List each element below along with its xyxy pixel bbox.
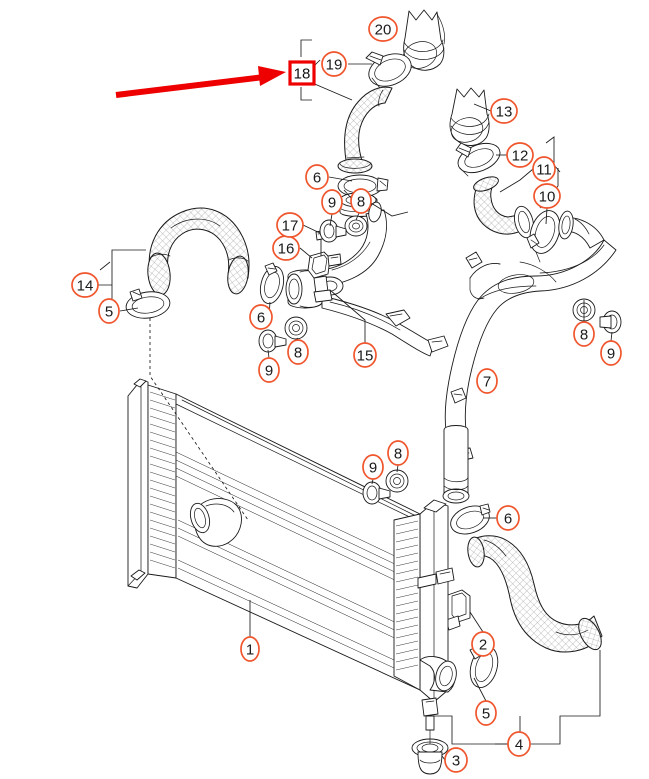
- callout-label-11: 11: [536, 162, 552, 179]
- callout-label-6a: 6: [313, 170, 321, 187]
- part-6-hose-clamp-mid-left: [259, 262, 285, 305]
- callout-label-4: 4: [515, 737, 523, 754]
- red-pointer-arrow: [115, 66, 286, 98]
- callout-label-17: 17: [282, 218, 299, 235]
- part-12-clamp-right-upper: [455, 142, 501, 177]
- callout-label-6b: 6: [257, 310, 265, 327]
- callout-label-8d: 8: [394, 446, 402, 463]
- callout-label-9c: 9: [607, 346, 615, 363]
- callout-1[interactable]: 1: [240, 636, 260, 662]
- callout-label-9a: 9: [328, 195, 336, 212]
- callout-3[interactable]: 3: [444, 747, 468, 773]
- part-7-charge-air-pipe: [442, 239, 617, 504]
- callout-label-1: 1: [246, 642, 254, 659]
- callout-label-8c: 8: [580, 327, 588, 344]
- part-15-pipe-with-sensor: [285, 201, 449, 357]
- callout-11[interactable]: 11: [532, 156, 556, 182]
- callout-19[interactable]: 19: [321, 51, 347, 77]
- fastener-9-upper: [319, 219, 347, 243]
- part-14-upper-hose-assembly-left: [147, 207, 250, 296]
- callout-label-8a: 8: [357, 194, 365, 211]
- callout-5b[interactable]: 5: [475, 700, 497, 726]
- part-13-hose-sleeve-right: [449, 87, 490, 146]
- callout-4[interactable]: 4: [507, 731, 531, 757]
- callout-9a[interactable]: 9: [321, 189, 343, 215]
- callout-label-7: 7: [483, 374, 491, 391]
- callout-bubbles: 1 2 3 4 5 5 6 6 6 7 8 8 8 8 9 9 9 9 10 1…: [71, 16, 622, 773]
- fastener-8-upper: [344, 215, 368, 237]
- part-20-hose-sleeve-top: [402, 9, 445, 71]
- callout-label-12: 12: [512, 148, 529, 165]
- part-19-hose-clamp-top: [365, 51, 412, 89]
- callout-13[interactable]: 13: [490, 98, 518, 124]
- callout-12[interactable]: 12: [506, 142, 534, 168]
- callout-label-20: 20: [375, 22, 392, 39]
- part-4-lower-hose-assembly: [467, 535, 603, 653]
- callout-label-2: 2: [479, 637, 487, 654]
- callout-label-5a: 5: [105, 304, 113, 321]
- callout-6b[interactable]: 6: [249, 304, 273, 330]
- callout-label-8b: 8: [294, 345, 302, 362]
- callout-16[interactable]: 16: [272, 235, 300, 261]
- callout-8d[interactable]: 8: [387, 440, 409, 466]
- callout-20[interactable]: 20: [368, 16, 398, 42]
- callout-9d[interactable]: 9: [362, 454, 384, 480]
- callout-label-14: 14: [77, 278, 94, 295]
- highlighted-callout-18[interactable]: 18: [288, 60, 316, 86]
- callout-2[interactable]: 2: [471, 631, 495, 657]
- callout-label-19: 19: [326, 57, 343, 74]
- part-6-hose-clamp-lower-right: [450, 503, 491, 535]
- fastener-9-lower: [362, 481, 391, 505]
- part-1-radiator-core: [127, 378, 457, 731]
- highlight-label: 18: [294, 66, 311, 83]
- callout-8c[interactable]: 8: [573, 321, 595, 347]
- callout-8b[interactable]: 8: [287, 339, 309, 365]
- callout-label-3: 3: [452, 753, 460, 770]
- callout-label-15: 15: [357, 348, 374, 365]
- callout-label-16: 16: [278, 241, 295, 258]
- callout-6c[interactable]: 6: [496, 505, 520, 531]
- bracket-connectors: [99, 136, 561, 271]
- callout-5a[interactable]: 5: [98, 298, 120, 324]
- callout-14[interactable]: 14: [71, 272, 99, 298]
- callout-17[interactable]: 17: [276, 212, 304, 238]
- callout-label-13: 13: [496, 104, 513, 121]
- callout-15[interactable]: 15: [353, 342, 377, 368]
- callout-7[interactable]: 7: [476, 368, 498, 394]
- callout-6a[interactable]: 6: [305, 164, 329, 190]
- fastener-9-right: [599, 310, 622, 334]
- callout-label-9b: 9: [265, 363, 273, 380]
- pipe-end-right: [558, 210, 605, 249]
- callout-8a[interactable]: 8: [350, 188, 372, 214]
- callout-9b[interactable]: 9: [258, 357, 280, 383]
- callout-9c[interactable]: 9: [600, 340, 622, 366]
- callout-label-6c: 6: [504, 511, 512, 528]
- fastener-9-mid: [258, 329, 287, 353]
- part-3-drain-plug: [411, 729, 449, 775]
- part-5-clamp-set-left: [125, 288, 171, 319]
- callout-label-10: 10: [539, 189, 556, 206]
- fastener-8-mid: [284, 316, 308, 340]
- fastener-8-lower: [385, 469, 409, 493]
- part-11-connector-hose-right: [473, 176, 535, 239]
- callout-label-9d: 9: [369, 460, 377, 477]
- callout-10[interactable]: 10: [533, 183, 561, 209]
- part-10-hose-clamp-right: [526, 210, 561, 263]
- callout-label-5b: 5: [482, 706, 490, 723]
- part-18-upper-charge-air-hose: [337, 86, 393, 174]
